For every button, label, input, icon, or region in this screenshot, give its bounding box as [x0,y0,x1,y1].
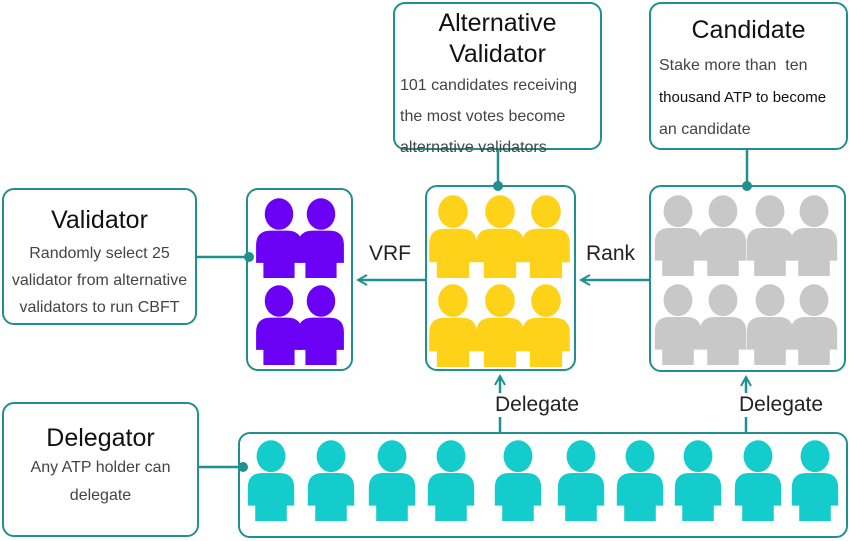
alternative-person-4 [429,284,477,367]
delegator-title: Delegator [46,424,155,452]
rank-label: Rank [586,242,636,265]
candidate-person-8 [790,284,838,365]
vrf-label: VRF [369,242,411,265]
validator-person-4 [298,285,344,365]
delegator-person-8 [674,440,722,521]
validator-title: Validator [51,206,148,234]
validator-person-2 [298,198,344,278]
candidate-person-6 [699,284,747,365]
validator-box: Validator Randomly select 25 validator f… [2,188,197,325]
validator-person-3 [256,285,302,365]
alternative-validator-box: Alternative Validator 101 candidates rec… [393,2,602,156]
alternative-title-line-1: Alternative [438,9,557,37]
alternative-person-6 [522,284,570,367]
validator-desc: Randomly select 25 validator from altern… [4,240,195,321]
delegator-connector-dot [238,462,248,472]
alternative-desc: 101 candidates receiving the most votes … [400,70,577,163]
alternative-desc-line-1: 101 candidates receiving [400,77,578,94]
candidate-person-7 [746,284,794,365]
candidate-person-3 [746,195,794,276]
candidate-person-2 [699,195,747,276]
delegator-person-3 [368,440,416,521]
alternative-desc-line-2: the most votes become [400,108,566,125]
validator-desc-line-3: validators to run CBFT [19,299,180,316]
delegate-label-right: Delegate [737,393,826,417]
alternative-person-1 [429,195,477,278]
delegator-desc: Any ATP holder can delegate [4,454,197,510]
delegator-person-4 [427,440,475,521]
candidate-person-1 [654,195,702,276]
validator-connector-dot [244,252,254,262]
candidate-desc-line-2: thousand ATP to become [659,89,827,106]
validator-desc-line-1: Randomly select 25 [29,245,170,262]
delegator-person-1 [247,440,295,521]
delegator-person-5 [494,440,542,521]
alternative-desc-line-3: alternative validators [400,139,547,156]
alternative-title: Alternative Validator [395,8,600,70]
candidate-desc-line-3: an candidate [659,121,751,138]
validator-desc-line-2: validator from alternative [11,272,188,289]
alternative-person-5 [476,284,524,367]
alternative-person-2 [476,195,524,278]
candidate-person-5 [654,284,702,365]
candidate-connector-dot [742,181,752,191]
alternative-person-3 [522,195,570,278]
candidate-desc-line-1: Stake more than ten [659,57,808,74]
delegator-desc-line-1: Any ATP holder can [30,459,171,476]
delegator-person-10 [791,440,839,521]
alternative-title-line-2: Validator [449,40,546,68]
delegator-person-9 [734,440,782,521]
delegator-box: Delegator Any ATP holder can delegate [2,402,199,537]
delegator-person-6 [557,440,605,521]
delegate-label-left: Delegate [493,393,582,417]
candidate-title: Candidate [691,16,806,44]
candidate-desc: Stake more than ten thousand ATP to beco… [659,50,826,146]
candidate-box: Candidate Stake more than ten thousand A… [649,2,848,150]
delegator-person-2 [307,440,355,521]
alternative-connector-dot [493,181,503,191]
delegator-desc-line-2: delegate [69,487,132,504]
candidate-person-4 [790,195,838,276]
delegator-person-7 [616,440,664,521]
validator-person-1 [256,198,302,278]
